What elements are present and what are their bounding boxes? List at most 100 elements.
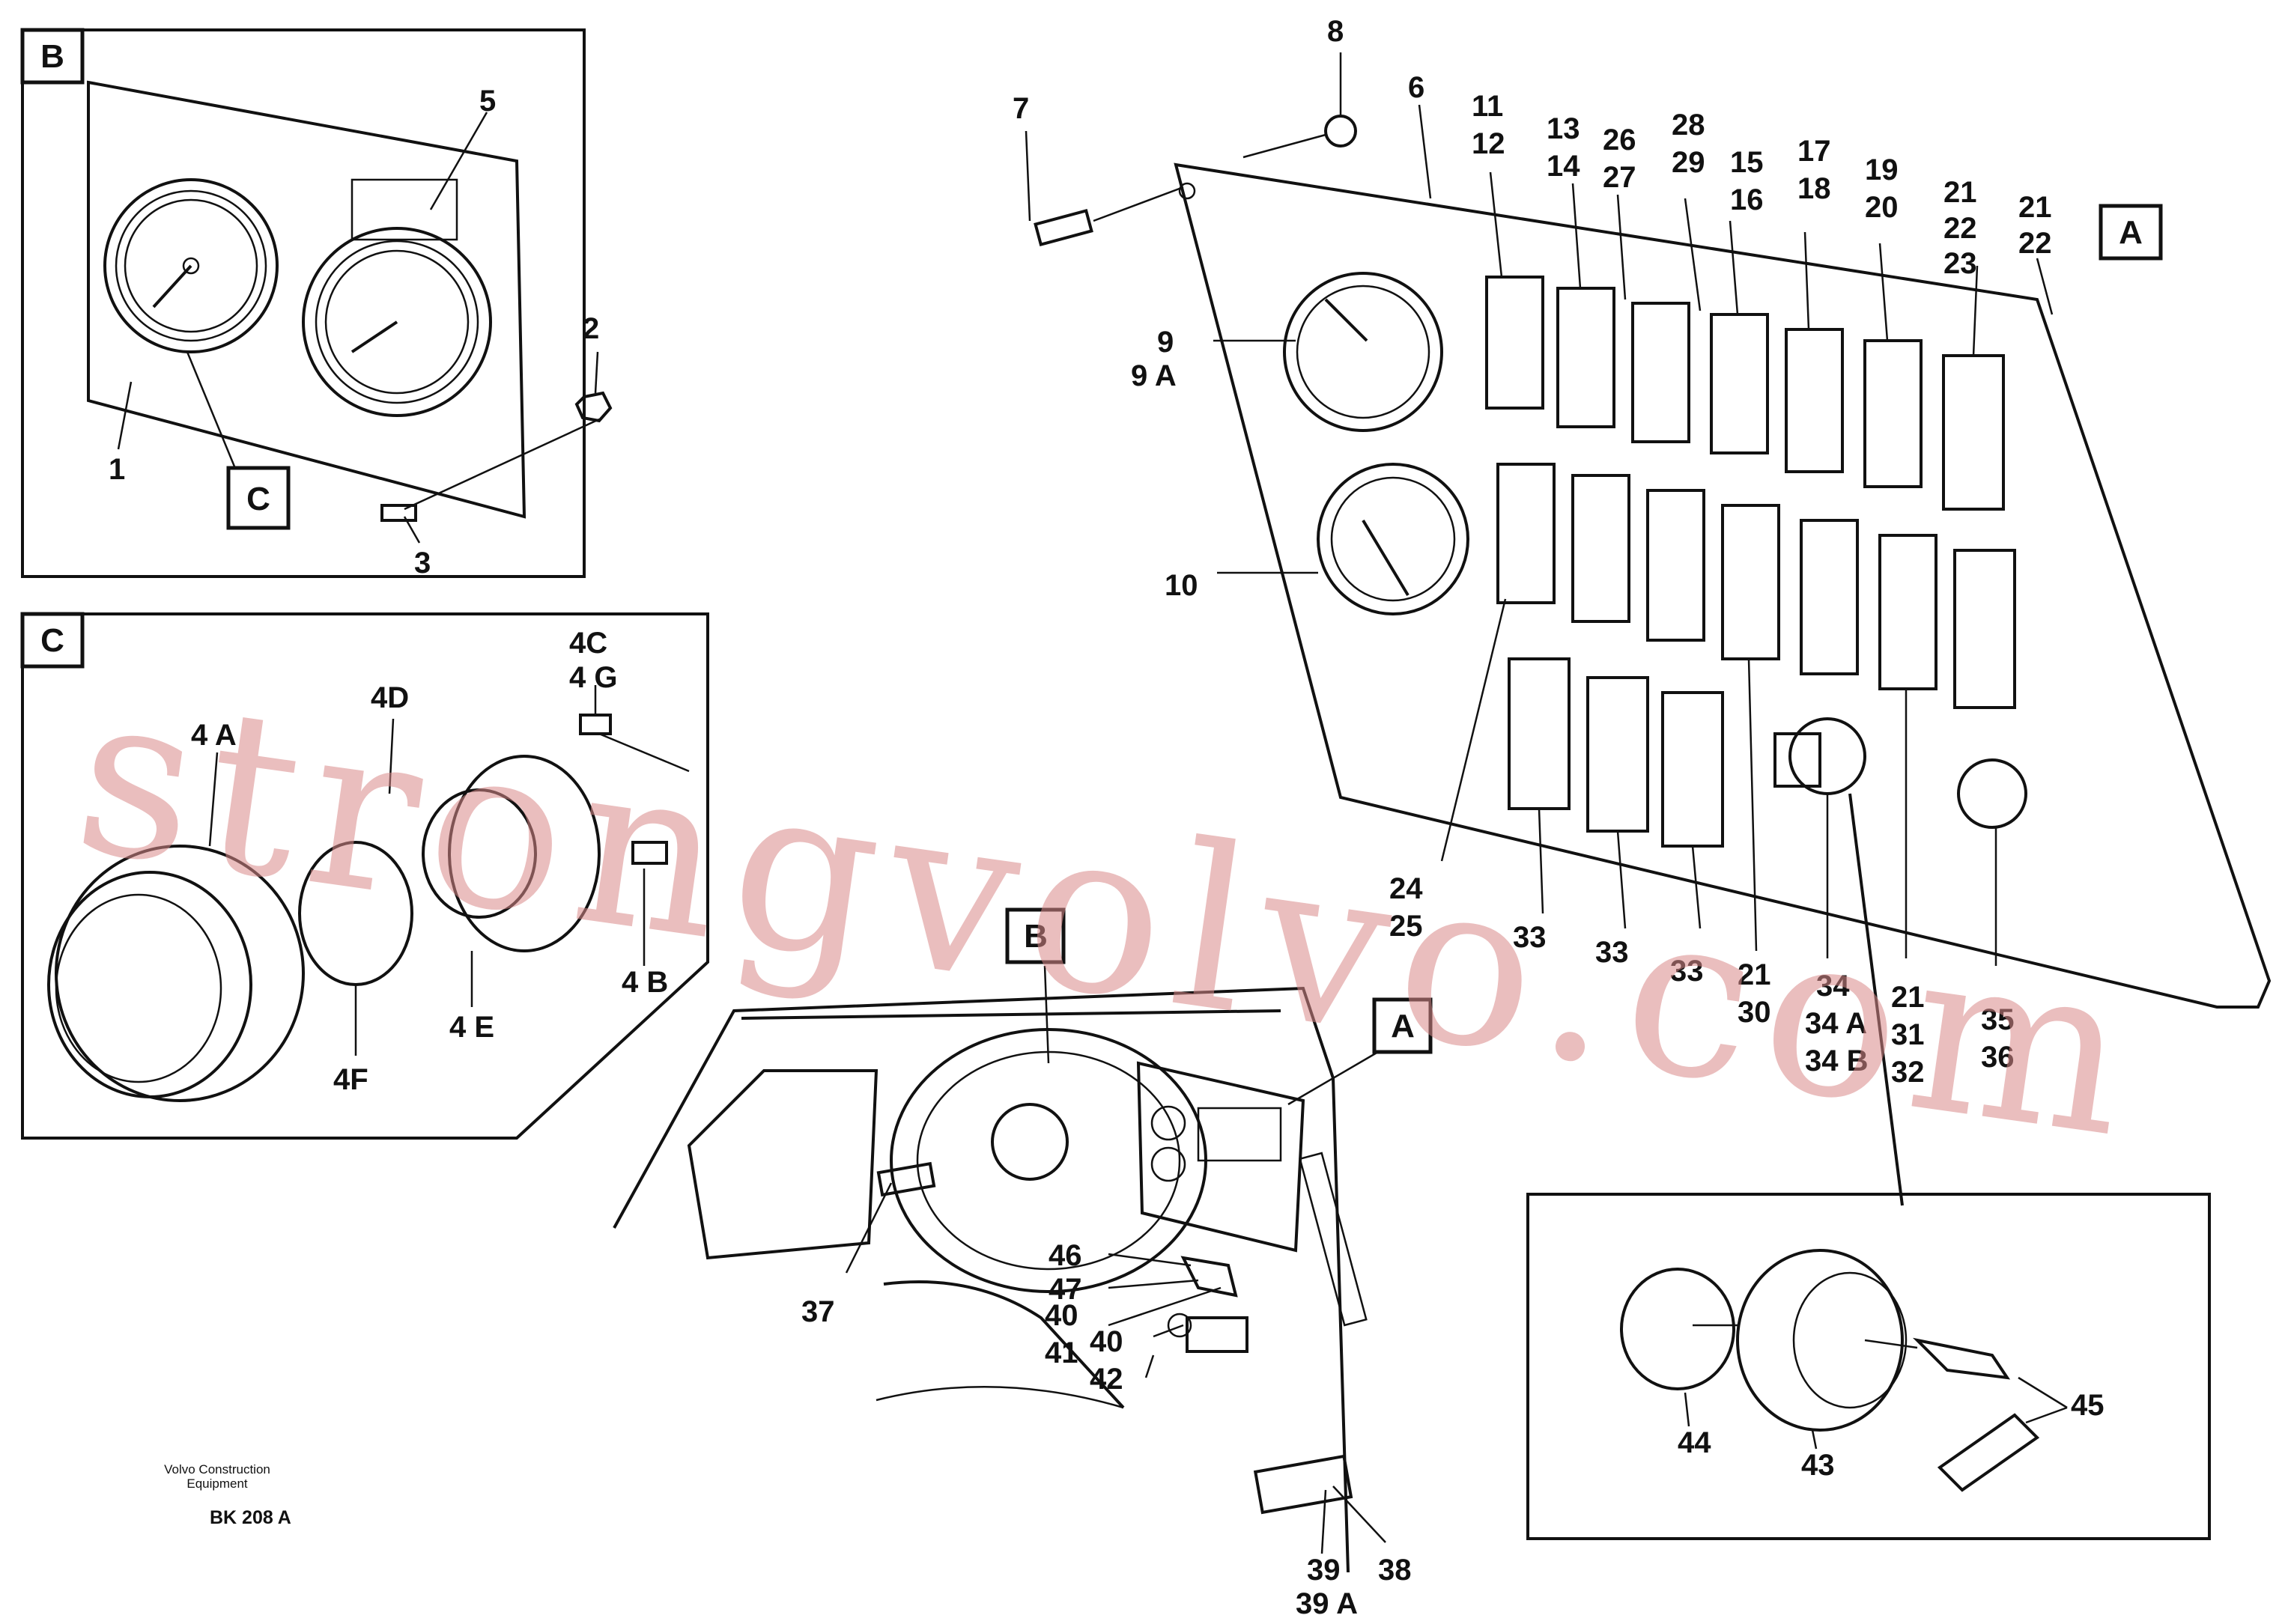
callout-14: 14 (1547, 150, 1580, 183)
gauge-9 (1283, 272, 1443, 432)
callout-33-a: 33 (1513, 921, 1547, 954)
callout-40-b: 40 (1090, 1325, 1123, 1358)
callout-12: 12 (1472, 127, 1505, 160)
blank-33-b (1586, 676, 1649, 833)
callout-22-top-a: 22 (1943, 212, 1977, 245)
callout-21-top-a: 21 (1943, 176, 1977, 209)
watermark: strongvolvo.com (63, 641, 2156, 1189)
callout-11: 11 (1472, 90, 1503, 123)
callout-20: 20 (1865, 191, 1899, 224)
callout-44: 44 (1678, 1426, 1711, 1459)
detail-a-tag-text: A (2119, 214, 2143, 251)
callout-4e: 4 E (449, 1011, 494, 1044)
switch-19 (1863, 339, 1923, 488)
screw-7 (1034, 208, 1093, 247)
detail-c-panel: C 4 A 4C 4 G 4D 4 B 4 E 4F (20, 612, 709, 1140)
switch-24 (1496, 463, 1556, 604)
gauge-housing-4a (55, 845, 305, 1102)
callout-9: 9 (1157, 326, 1174, 359)
detail-b-tag-text: B (40, 38, 64, 75)
switch-29 (1646, 489, 1705, 642)
switch-blank (1800, 519, 1859, 675)
callout-16: 16 (1730, 183, 1764, 216)
switch-row-1 (1485, 276, 2005, 511)
detail-c-frame (21, 612, 709, 1140)
ignition-switch-34 (1788, 717, 1866, 795)
cab-switch-grid (1197, 1107, 1282, 1162)
switch-22 (1953, 549, 2016, 709)
key-1 (1912, 1337, 2011, 1380)
screw-3 (380, 504, 417, 522)
callout-28: 28 (1672, 109, 1705, 142)
detail-b-frame (21, 28, 586, 578)
callout-25: 25 (1389, 910, 1423, 943)
callout-34b: 34 B (1805, 1044, 1869, 1077)
ignition-key-detail: 44 43 45 (1526, 1193, 2211, 1540)
switch-panel-plate (1174, 162, 2272, 1009)
callout-29: 29 (1672, 146, 1705, 179)
callout-7: 7 (1013, 92, 1029, 125)
callout-10: 10 (1165, 569, 1198, 602)
switch-11 (1485, 276, 1544, 410)
instrument-plate-b (87, 80, 527, 519)
cab-tag-b (1005, 907, 1066, 964)
key-2 (1937, 1413, 2040, 1492)
detail-b-tag (20, 28, 85, 85)
bracket-4d (422, 788, 537, 919)
callout-4d: 4D (371, 681, 409, 714)
callout-21-c: 21 (1738, 958, 1771, 991)
floor-panel-38-39 (1253, 1454, 1353, 1515)
callout-24: 24 (1389, 872, 1423, 905)
drawing-code: BK 208 A (210, 1507, 291, 1528)
detail-c-tag-text: C (40, 622, 64, 659)
detail-c-ref-text: C (246, 481, 270, 517)
switch-13 (1556, 287, 1615, 428)
callout-47: 47 (1049, 1273, 1082, 1306)
callout-40-a: 40 (1045, 1299, 1078, 1332)
switch-cluster-46-47 (1180, 1256, 1238, 1298)
switch-row-2 (1496, 463, 2016, 709)
callout-4f: 4F (333, 1063, 368, 1096)
switch-17 (1785, 328, 1844, 473)
detail-c-ref-tag (226, 466, 291, 530)
cab-overview: B A 37 46 47 40 41 40 42 39 39 A 38 (613, 907, 1433, 1620)
seat-edge (883, 1280, 1125, 1409)
callout-4g: 4 G (569, 661, 617, 694)
nut-8 (1324, 115, 1357, 148)
switch-body-44 (1620, 1268, 1735, 1390)
detail-a-switch-panel: A 7 8 6 9 9 A 10 11 12 13 14 26 27 28 29… (1013, 15, 2272, 1206)
circuit-board-4e (448, 755, 601, 952)
callout-21-d: 21 (1891, 981, 1925, 1014)
callout-37: 37 (801, 1295, 835, 1328)
gauge-right (302, 227, 492, 417)
steering-hub-gauge (991, 1103, 1069, 1181)
gauge-left (103, 178, 279, 353)
callout-2: 2 (583, 312, 599, 345)
callout-34: 34 (1816, 970, 1850, 1003)
company-line-2: Equipment (186, 1476, 248, 1491)
callout-4c: 4C (569, 627, 607, 660)
callout-4a: 4 A (191, 719, 237, 752)
switch-31 (1878, 534, 1938, 690)
callout-34a: 34 A (1805, 1007, 1867, 1040)
switch-21-23 (1942, 354, 2005, 511)
gauge-visor (351, 178, 458, 241)
callout-32: 32 (1891, 1056, 1925, 1089)
callout-27: 27 (1603, 161, 1636, 194)
clip-4b (631, 841, 668, 865)
stalk-37 (876, 1161, 936, 1197)
cab-tag-a-text: A (1391, 1008, 1415, 1044)
ignition-cover (1773, 732, 1821, 788)
pedal-40 (1186, 1316, 1248, 1353)
company-line-1: Volvo Construction (164, 1462, 270, 1476)
callout-45: 45 (2071, 1389, 2105, 1422)
footer: Volvo Construction Equipment BK 208 A (164, 1462, 291, 1528)
left-display-panel (687, 1069, 879, 1260)
switch-25 (1571, 474, 1630, 623)
callout-4b: 4 B (622, 966, 668, 999)
callout-41: 41 (1045, 1336, 1078, 1369)
callout-43: 43 (1801, 1449, 1835, 1482)
callout-39: 39 (1307, 1554, 1341, 1587)
callout-35: 35 (1981, 1003, 2015, 1036)
